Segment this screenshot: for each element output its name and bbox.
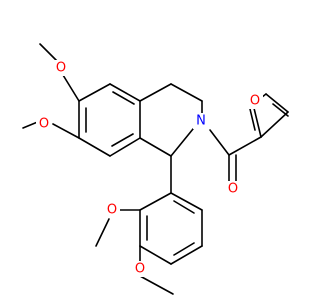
carbonyl-oxygen-label: O [228,182,238,197]
label-background [132,261,148,277]
bond [112,91,135,105]
bond [170,128,194,157]
atom-label-backgrounds [36,60,263,277]
bond [265,93,289,113]
bond [95,218,110,247]
bond [39,43,60,64]
bond [109,137,141,157]
methoxy-oxygen-label: O [56,61,66,76]
label-background [104,202,120,218]
methoxy-oxygen-label: O [39,117,49,132]
bond [52,123,80,139]
atom-labels: O O N O O O O [39,61,260,277]
label-background [36,116,52,132]
bond [252,103,262,138]
bond [111,133,134,147]
bond [170,245,203,265]
methoxy-oxygen-label: O [107,203,117,218]
furan-oxygen-label: O [250,94,260,109]
bond [139,83,172,102]
bond [62,74,80,102]
bond [249,108,256,131]
amide-nitrogen-label: N [196,114,206,129]
molecule-canvas: O O N O O O O [0,0,300,300]
bond [170,192,203,211]
bond [173,242,195,256]
bond [139,192,172,211]
bond [109,83,141,102]
bond [139,275,174,295]
bond [228,136,262,156]
bond [260,111,289,138]
bond [139,245,172,265]
label-background [53,60,69,76]
methoxy-oxygen-label: O [135,262,145,277]
bond [78,83,111,102]
bond [170,83,203,102]
bond [209,129,230,156]
label-background [225,181,241,197]
bond [78,137,111,157]
background [0,0,300,300]
bond [173,200,195,214]
bond [272,103,289,117]
bond [139,137,172,157]
label-background [193,113,209,129]
label-background [247,93,263,109]
molecule-structure: O O N O O O O [0,0,300,300]
